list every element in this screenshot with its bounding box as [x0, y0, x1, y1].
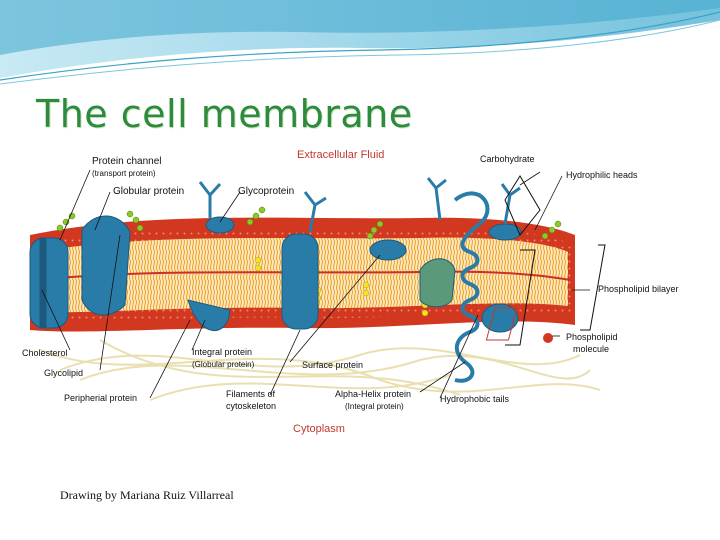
- label-surface-protein: Surface protein: [302, 360, 363, 370]
- label-protein-channel-sub: (transport protein): [92, 169, 156, 178]
- label-alpha-helix-protein: Alpha-Helix protein: [335, 389, 411, 399]
- label-integral-protein: Integral protein: [192, 347, 252, 357]
- label-carbohydrate: Carbohydrate: [480, 154, 535, 164]
- label-glycoprotein: Glycoprotein: [238, 186, 294, 197]
- label-cholesterol: Cholesterol: [22, 348, 68, 358]
- label-glycolipid: Glycolipid: [44, 368, 83, 378]
- label-brackets: [504, 175, 606, 346]
- diagram-labels: Extracellular Fluid Cytoplasm Protein ch…: [22, 149, 679, 435]
- label-protein-channel: Protein channel: [92, 156, 162, 167]
- label-filaments-line2: cytoskeleton: [226, 401, 276, 411]
- label-integral-protein-sub: (Globular protein): [192, 360, 255, 369]
- label-alpha-helix-sub: (Integral protein): [345, 402, 404, 411]
- cell-membrane-diagram: Extracellular Fluid Cytoplasm Protein ch…: [22, 149, 679, 435]
- alpha-helix-protein: [453, 191, 490, 383]
- label-cytoplasm: Cytoplasm: [293, 423, 345, 435]
- leader-lines: [41, 169, 590, 399]
- carbohydrate-chains: [198, 177, 521, 233]
- label-phospholipid-molecule-line1: Phospholipid: [566, 332, 618, 342]
- glycolipid-chains: [56, 206, 562, 240]
- page-title: The cell membrane: [36, 92, 413, 136]
- image-credit: Drawing by Mariana Ruiz Villarreal: [60, 488, 234, 502]
- peripheral-protein-lower: [187, 299, 231, 331]
- membrane-proteins: [29, 215, 522, 333]
- integral-protein-left: [81, 215, 131, 316]
- label-phospholipid-bilayer: Phospholipid bilayer: [598, 284, 679, 294]
- integral-protein-center: [281, 233, 319, 330]
- cytoskeleton-filaments: [39, 339, 601, 401]
- label-extracellular-fluid: Extracellular Fluid: [297, 149, 384, 161]
- header-wave-decoration: [0, 0, 720, 85]
- label-phospholipid-molecule-line2: molecule: [573, 344, 609, 354]
- label-hydrophobic-tails: Hydrophobic tails: [440, 394, 510, 404]
- glycoprotein-head: [205, 216, 235, 234]
- label-filaments-line1: Filaments of: [226, 389, 276, 399]
- surface-protein: [369, 239, 407, 261]
- label-globular-protein: Globular protein: [113, 186, 184, 197]
- phospholipid-molecule-highlight: [485, 307, 553, 343]
- label-hydrophilic-heads: Hydrophilic heads: [566, 170, 638, 180]
- label-peripherial-protein: Peripherial protein: [64, 393, 137, 403]
- protein-channel: [29, 237, 69, 329]
